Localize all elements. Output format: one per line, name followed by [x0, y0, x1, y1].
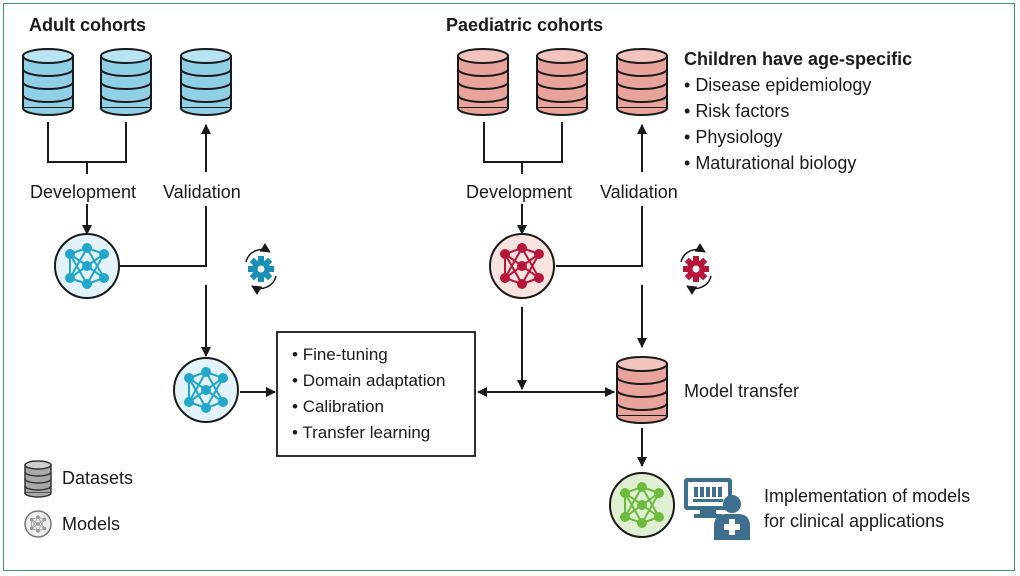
adult-model-to-validation-line [120, 206, 207, 267]
model-transfer-dataset [616, 356, 668, 424]
method-item: Domain adaptation [292, 368, 446, 394]
paediatric-cohorts-title: Paediatric cohorts [446, 15, 604, 35]
age-specific-list: Disease epidemiology Risk factors Physio… [684, 72, 871, 176]
method-item: Calibration [292, 394, 445, 420]
adult-model-node [54, 233, 120, 299]
adult-validation-label: Validation [163, 182, 241, 202]
method-item: Fine-tuning [292, 342, 445, 368]
adult-dev-dataset-2 [100, 48, 152, 116]
adult-development-label: Development [30, 182, 137, 202]
paed-validation-dataset [616, 48, 668, 116]
age-specific-item: Risk factors [684, 98, 871, 124]
adult-cohorts-title: Adult cohorts [29, 15, 146, 35]
paed-dev-bracket [483, 122, 563, 174]
legend-datasets-label: Datasets [62, 468, 134, 488]
legend-model-icon [24, 510, 52, 538]
adult-iteration-gear-icon [245, 243, 277, 295]
age-specific-title: Children have age-specific [684, 49, 913, 69]
paed-iteration-gear-icon [680, 243, 712, 295]
legend-models-label: Models [62, 514, 121, 534]
adult-pretrained-model-node [173, 357, 239, 423]
methods-list: Fine-tuning Domain adaptation Calibratio… [292, 342, 445, 446]
age-specific-item: Disease epidemiology [684, 72, 871, 98]
method-item: Transfer learning [292, 420, 445, 446]
implementation-model-node [609, 472, 675, 538]
figure-frame [3, 3, 1015, 571]
paed-model-to-validation-line [556, 206, 643, 267]
adult-dev-bracket [47, 122, 127, 174]
implementation-label: Implementation of models for clinical ap… [764, 484, 970, 534]
age-specific-item: Physiology [684, 124, 871, 150]
paed-validation-label: Validation [600, 182, 678, 202]
paed-model-node [489, 233, 555, 299]
legend-dataset-icon [24, 460, 52, 498]
model-transfer-label: Model transfer [684, 381, 800, 401]
adult-validation-dataset [180, 48, 232, 116]
paed-dev-dataset-1 [457, 48, 509, 116]
paed-dev-dataset-2 [536, 48, 588, 116]
clinician-computer-icon [684, 478, 750, 540]
implementation-line-1: Implementation of models [764, 486, 971, 506]
paed-development-label: Development [466, 182, 573, 202]
implementation-line-2: for clinical applications [764, 511, 945, 531]
adult-dev-dataset-1 [22, 48, 74, 116]
age-specific-item: Maturational biology [684, 150, 871, 176]
